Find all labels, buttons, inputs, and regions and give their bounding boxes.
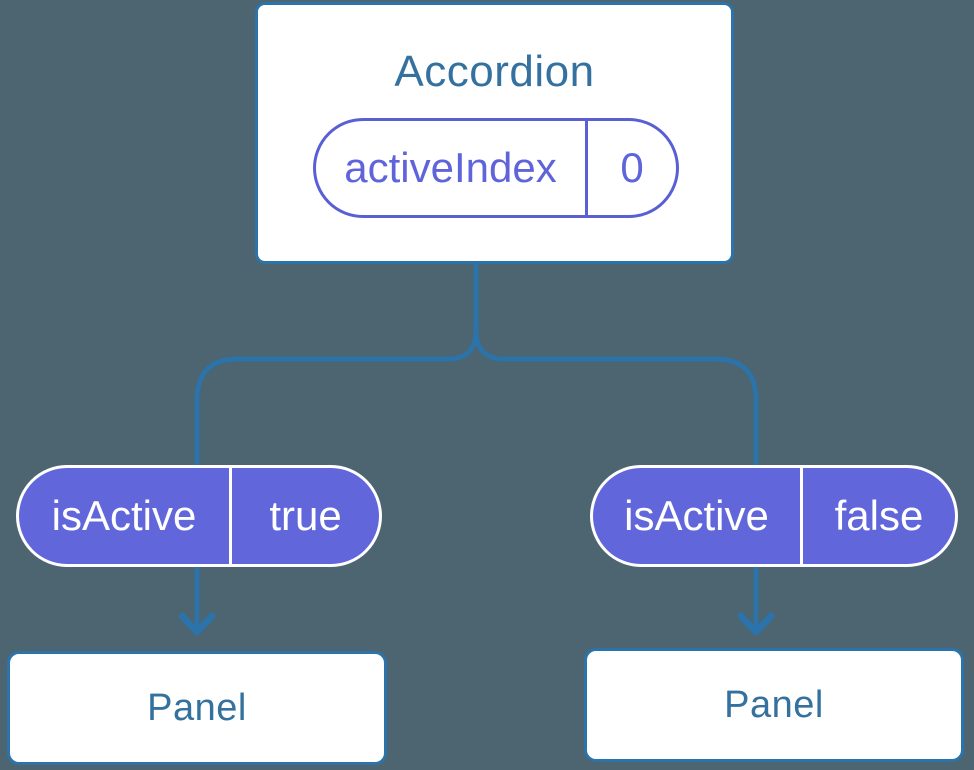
connector-right-branch-line xyxy=(473,257,759,630)
prop-pill-left: isActive true xyxy=(16,465,382,567)
panel-title: Panel xyxy=(147,686,247,729)
arrowhead-left-icon xyxy=(178,612,216,636)
accordion-component-box: Accordion activeIndex 0 xyxy=(255,2,734,264)
accordion-title: Accordion xyxy=(394,47,595,96)
prop-value-label: true xyxy=(269,492,342,539)
state-value-label: 0 xyxy=(620,144,644,191)
prop-name-label: isActive xyxy=(19,468,232,564)
prop-name-label: isActive xyxy=(593,468,803,564)
prop-value-label: false xyxy=(834,492,924,539)
state-name-label: activeIndex xyxy=(316,121,588,215)
panel-component-box-right: Panel xyxy=(584,648,964,762)
prop-pill-right: isActive false xyxy=(590,465,958,567)
state-pill: activeIndex 0 xyxy=(313,118,679,218)
panel-component-box-left: Panel xyxy=(7,651,387,765)
arrowhead-right-icon xyxy=(737,612,775,636)
panel-title: Panel xyxy=(724,683,824,726)
connector-left-branch-line xyxy=(194,257,479,630)
